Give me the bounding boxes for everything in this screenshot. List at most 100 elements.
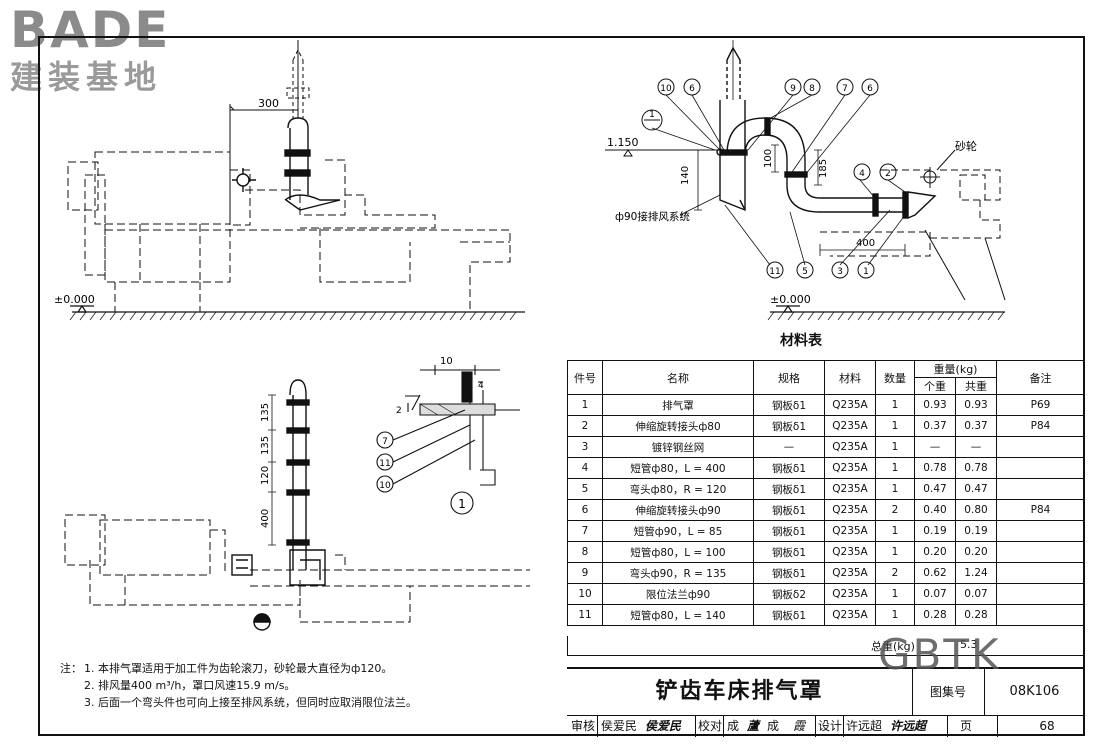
cell-unit: 0.37	[914, 415, 956, 437]
cell-unit: 0.19	[914, 520, 956, 542]
cell-note	[996, 604, 1085, 626]
flange-callout-10: 10	[379, 481, 391, 491]
cell-name: 伸缩旋转接头ф80	[602, 415, 754, 437]
cell-spec: 钢板δ1	[753, 394, 825, 416]
cell-name: 伸缩旋转接头ф90	[602, 499, 754, 521]
detail-elev-label: 1.150	[607, 136, 639, 149]
header-material: 材料	[824, 360, 876, 395]
checker-3: 成	[767, 719, 780, 733]
detail-elev-1150	[605, 149, 720, 157]
cell-qty: 2	[875, 499, 915, 521]
detail-dim-140: 140	[680, 166, 691, 185]
detail-ground-label: ±0.000	[770, 293, 811, 306]
note-item: 3. 后面一个弯头件也可向上接至排风系统，但同时应取消限位法兰。	[84, 696, 417, 709]
cell-unit: 0.47	[914, 478, 956, 500]
callout-10: 10	[660, 84, 672, 94]
cell-note	[996, 583, 1085, 605]
plan-view-solid	[231, 379, 326, 631]
callout-11: 11	[769, 267, 780, 277]
callout-6a: 6	[689, 84, 695, 94]
notes-head: 注：	[60, 662, 82, 675]
cell-unit: 0.93	[914, 394, 956, 416]
callout-7: 7	[842, 84, 848, 94]
cell-material: Q235A	[824, 583, 876, 605]
cell-qty: 1	[875, 457, 915, 479]
callout-4: 4	[859, 169, 865, 179]
side-view-ground	[69, 304, 525, 321]
cell-name: 排气罩	[602, 394, 754, 416]
cell-spec: 钢板δ1	[753, 457, 825, 479]
cell-note	[996, 541, 1085, 563]
flange-dim-10: 10	[440, 356, 453, 367]
total-value: 5.3	[960, 638, 978, 651]
title-block: 铲齿车床排气罩 图集号 08K106 审核 侯爱民 侯爱民 校对 成 蘆 成 霞…	[567, 667, 1085, 737]
header-weight: 重量(kg)	[914, 360, 997, 378]
header-spec: 规格	[753, 360, 825, 395]
cell-note: P84	[996, 415, 1085, 437]
flange-dim-2: 2	[396, 406, 402, 416]
side-ground-label: ±0.000	[54, 293, 95, 306]
page-label: 页	[960, 719, 973, 733]
cell-spec: 钢板δ1	[753, 478, 825, 500]
cell-name: 弯头ф90，R = 135	[602, 562, 754, 584]
cell-total: 0.28	[955, 604, 997, 626]
cell-unit: 0.78	[914, 457, 956, 479]
cell-no: 9	[567, 562, 603, 584]
callout-9: 9	[790, 84, 796, 94]
brand-logo: BADE	[10, 1, 171, 59]
atlas-label: 图集号	[912, 669, 985, 715]
plan-dim-135b: 135	[260, 436, 271, 455]
cell-spec: 钢板δ1	[753, 604, 825, 626]
reviewer-signature: 侯爱民	[645, 719, 682, 733]
cell-no: 3	[567, 436, 603, 458]
note-item: 2. 排风量400 m³/h，罩口风速15.9 m/s。	[84, 679, 296, 692]
detail-grinding-wheel-label: 砂轮	[955, 139, 977, 153]
side-view-dim-300	[229, 104, 298, 175]
cell-note: P84	[996, 499, 1085, 521]
cell-total: 0.78	[955, 457, 997, 479]
total-row: 总重(kg) 5.3	[567, 636, 1085, 656]
page-number: 68	[1039, 719, 1055, 733]
cell-note	[996, 520, 1085, 542]
callout-2: 2	[885, 169, 891, 179]
cell-note	[996, 436, 1085, 458]
cell-qty: 2	[875, 562, 915, 584]
flange-callout-11: 11	[379, 459, 390, 469]
check-label: 校对	[698, 719, 723, 733]
checker-2: 蘆	[747, 719, 760, 733]
cell-spec: 钢板δ2	[753, 583, 825, 605]
cell-unit: —	[914, 436, 956, 458]
cell-unit: 0.40	[914, 499, 956, 521]
cell-name: 弯头ф80，R = 120	[602, 478, 754, 500]
flange-callout-7: 7	[382, 437, 388, 447]
atlas-value: 08K106	[1009, 684, 1060, 699]
cell-material: Q235A	[824, 562, 876, 584]
cell-qty: 1	[875, 478, 915, 500]
cell-no: 5	[567, 478, 603, 500]
plan-dim-135a: 135	[260, 403, 271, 422]
detail-ground	[767, 304, 1005, 321]
cell-name: 短管ф90，L = 85	[602, 520, 754, 542]
header-total: 共重	[955, 377, 997, 395]
cell-total: 0.07	[955, 583, 997, 605]
detail-dimensions	[694, 144, 906, 256]
callout-8: 8	[809, 84, 815, 94]
plan-view-drawing	[64, 514, 530, 623]
cell-qty: 1	[875, 583, 915, 605]
notes-block: 注：1. 本排气罩适用于加工件为齿轮滚刀，砂轮最大直径为ф120。 2. 排风量…	[60, 660, 417, 711]
watermark: GBTK	[878, 630, 1001, 679]
cell-spec: —	[753, 436, 825, 458]
cell-total: 0.80	[955, 499, 997, 521]
detail-wheel	[920, 149, 956, 187]
cell-note	[996, 457, 1085, 479]
callout-3: 3	[837, 267, 843, 277]
cell-note	[996, 562, 1085, 584]
